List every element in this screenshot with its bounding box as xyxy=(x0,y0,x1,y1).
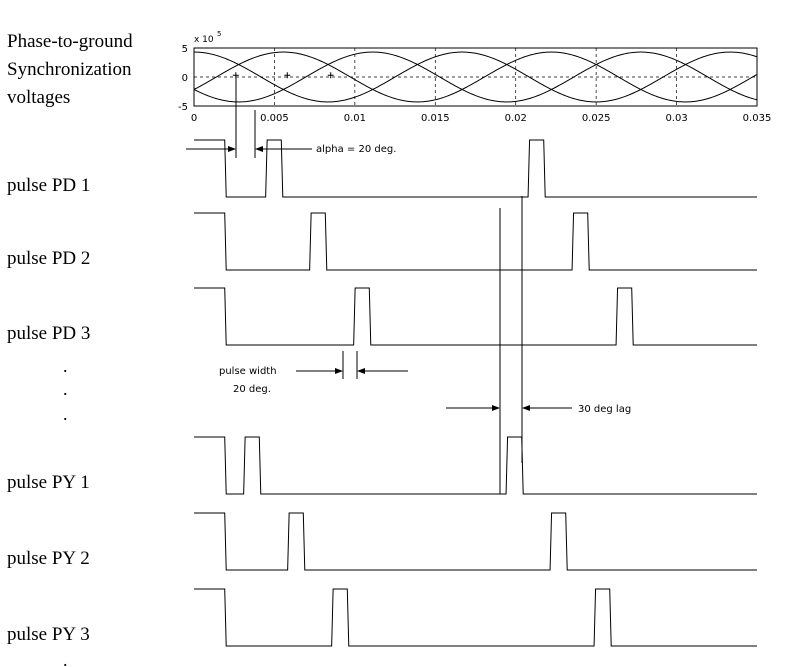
pulse-waveform xyxy=(194,436,757,495)
x-tick-label: 0.01 xyxy=(344,113,366,124)
pulse-width-label-1: pulse width xyxy=(219,366,277,377)
y-tick-label: 0 xyxy=(182,73,188,84)
multiplier-label: x 10 xyxy=(194,35,214,45)
title-line-1: Phase-to-ground xyxy=(7,31,133,52)
pulse-train-5: pulse PY 2 xyxy=(7,512,757,571)
ellipsis-dot-1: . xyxy=(63,356,68,376)
alpha-annotation: alpha = 20 deg. xyxy=(186,78,396,158)
pulse-train-2: pulse PD 2 xyxy=(7,212,757,271)
pulse-label: pulse PY 1 xyxy=(7,472,90,493)
pulse-label: pulse PD 3 xyxy=(7,323,90,344)
y-tick-labels: 5 0 -5 xyxy=(178,44,188,113)
lag-arrowhead-right xyxy=(522,405,530,411)
alpha-arrowhead-left xyxy=(228,146,236,152)
x-tick-label: 0.025 xyxy=(582,113,611,124)
pulse-width-annotation: pulse width 20 deg. xyxy=(219,351,408,395)
x-tick-label: 0.02 xyxy=(505,113,527,124)
sync-voltage-curve-3 xyxy=(193,51,758,103)
pulse-waveform xyxy=(194,212,757,271)
pulse-waveform xyxy=(194,512,757,571)
crossing-marker xyxy=(232,72,239,79)
pulse-label: pulse PD 2 xyxy=(7,248,90,269)
title-line-2: Synchronization xyxy=(7,59,132,80)
x-tick-label: 0.005 xyxy=(260,113,289,124)
pulse-width-arrowhead-left xyxy=(335,368,343,374)
crossing-marker xyxy=(327,72,334,79)
x-tick-label: 0.035 xyxy=(743,113,772,124)
sync-voltage-curve-2 xyxy=(193,51,758,103)
multiplier-exponent: 5 xyxy=(217,30,221,38)
pulse-trains: pulse PD 1 pulse PD 2 pulse PD 3 pulse PY 1… xyxy=(7,139,757,647)
lag-label: 30 deg lag xyxy=(578,404,631,415)
pulse-label: pulse PY 2 xyxy=(7,548,90,569)
pulse-label: pulse PD 1 xyxy=(7,175,90,196)
sync-curves xyxy=(193,51,758,103)
x-tick-labels: 0 0.005 0.01 0.015 0.02 0.025 0.03 0.035 xyxy=(191,113,772,124)
lag-annotation: 30 deg lag xyxy=(446,196,631,494)
pulse-train-6: pulse PY 3 xyxy=(7,588,757,647)
pulse-width-label-2: 20 deg. xyxy=(233,384,271,395)
alpha-label: alpha = 20 deg. xyxy=(316,144,396,155)
pulse-waveform xyxy=(194,287,757,346)
pulse-width-arrowhead-right xyxy=(357,368,365,374)
pulse-train-4: pulse PY 1 xyxy=(7,436,757,495)
ellipsis-dot-3: . xyxy=(63,404,68,424)
pulse-waveform xyxy=(194,588,757,647)
pulse-train-3: pulse PD 3 xyxy=(7,287,757,346)
plot-grid xyxy=(194,48,757,106)
lag-arrowhead-left xyxy=(492,405,500,411)
y-tick-label: -5 xyxy=(178,102,188,113)
y-tick-label: 5 xyxy=(182,44,188,55)
crossing-marker xyxy=(284,72,291,79)
ellipsis-dot-4: . xyxy=(63,650,68,667)
x-tick-label: 0.03 xyxy=(665,113,687,124)
ellipsis-dot-2: . xyxy=(63,379,68,399)
x-tick-label: 0 xyxy=(191,113,197,124)
sync-voltage-curve-1 xyxy=(193,51,758,103)
title-line-3: voltages xyxy=(7,87,70,108)
pulse-train-1: pulse PD 1 xyxy=(7,139,757,198)
pulse-waveform xyxy=(194,139,757,198)
pulse-label: pulse PY 3 xyxy=(7,624,90,645)
alpha-arrowhead-right xyxy=(255,146,263,152)
plot-frame xyxy=(193,47,758,107)
x-tick-label: 0.015 xyxy=(421,113,450,124)
